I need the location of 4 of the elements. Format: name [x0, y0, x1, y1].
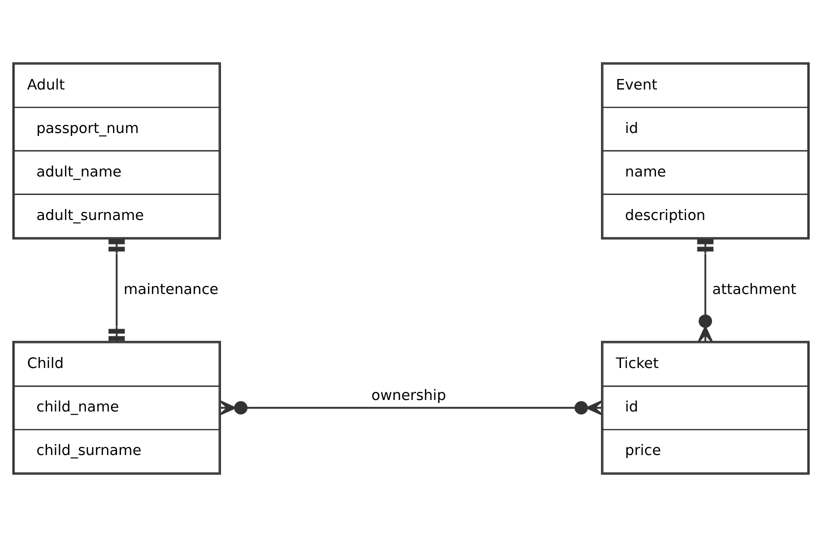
- edge-label: maintenance: [124, 282, 218, 298]
- edge-label: ownership: [371, 388, 446, 404]
- edge-label: attachment: [712, 282, 796, 298]
- connector: [220, 400, 602, 416]
